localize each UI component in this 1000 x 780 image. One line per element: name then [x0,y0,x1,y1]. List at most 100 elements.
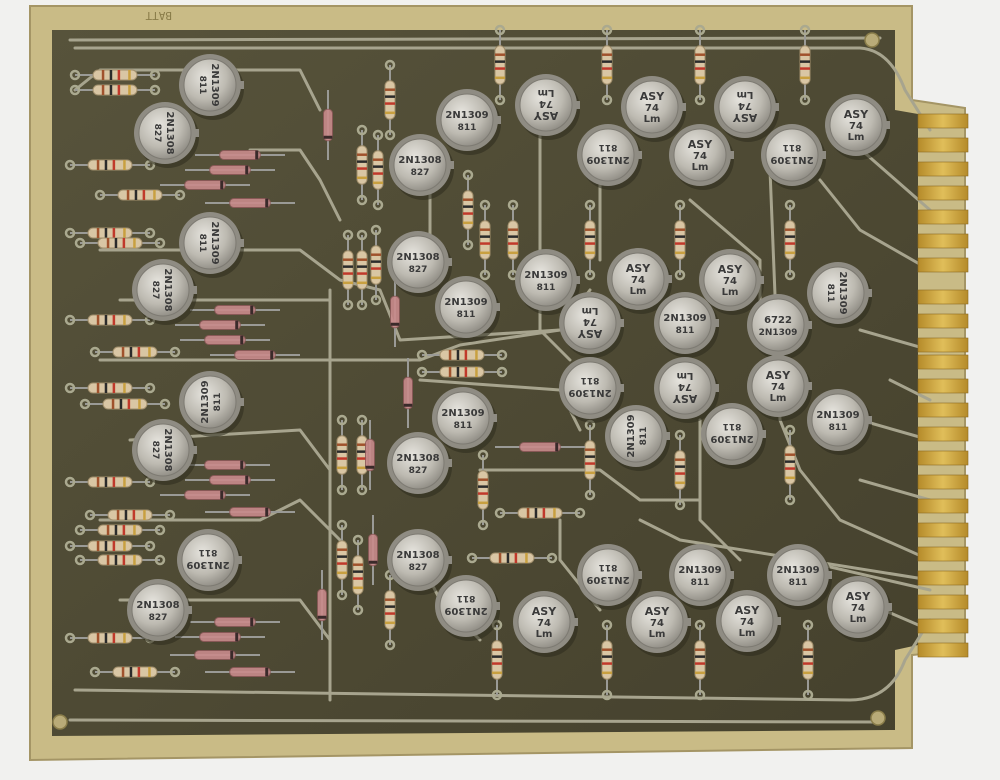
resistor [601,619,613,701]
transistor-marking: 2N1308 [396,252,439,263]
transistor-marking: Lm [536,629,553,640]
transistor-marking: Lm [850,614,867,625]
resistor [64,159,156,171]
diode [403,358,413,428]
transistor-marking: 827 [409,563,428,573]
transistor-marking: 2N1309 [209,221,220,264]
gold-finger [917,474,969,490]
transistor-marking: 811 [197,234,207,253]
transistor-marking: 827 [409,265,428,275]
resistor [674,429,686,511]
diode [205,667,295,677]
gold-finger [917,337,969,353]
resistor [74,237,166,249]
diode [175,320,265,330]
transistor-marking: 6722 [764,315,792,326]
transistor-marking: 2N1309 [770,154,813,165]
gold-finger [917,522,969,538]
resistor [64,382,156,394]
mounting-holes [52,32,886,730]
transistor-marking: 74 [851,603,865,614]
gold-finger [917,426,969,442]
transistor-marking: 2N1309 [568,387,611,398]
transistor-marking: 2N1309 [444,605,487,616]
resistor [356,229,368,311]
resistor [370,224,382,306]
transistor-marking: 2N1309 [663,313,706,324]
resistor [416,366,508,378]
transistor-marking: 2N1309 [776,565,819,576]
diode [365,420,375,490]
transistor-marking: 2N1308 [162,428,173,471]
transistor-marking: 2N1308 [164,111,175,154]
diode [390,277,400,347]
trace [68,36,882,42]
resistor [384,569,396,651]
resistor [416,349,508,361]
diode [205,198,295,208]
transistor-marking: 2N1309 [586,154,629,165]
resistor [352,534,364,616]
diode [180,460,270,470]
trace [638,518,932,582]
transistor-marking: Lm [739,628,756,639]
transistor-marking: 827 [150,281,160,300]
transistor-marking: 827 [411,168,430,178]
transistor-marking: 2N1309 [200,380,211,423]
gold-finger [917,161,969,177]
diode [185,475,275,485]
silkscreen-label: BATT [145,9,172,22]
transistor-marking: 2N1309 [209,63,220,106]
gold-finger [917,313,969,329]
transistor-marking: 2N1309 [837,271,848,314]
diode [190,617,280,627]
gold-finger [917,402,969,418]
trace [73,618,932,702]
resistor [584,419,596,501]
transistor-marking: 2N1309 [524,270,567,281]
transistor-marking: Lm [737,89,754,100]
transistor-marking: 74 [678,381,692,392]
resistor [601,24,613,106]
transistor-marking: 811 [599,142,618,152]
transistor-marking: 811 [537,283,556,293]
resistor [466,552,558,564]
gold-finger [917,257,969,273]
resistor-group [64,24,814,701]
gold-finger [917,642,969,658]
transistor-marking: 811 [829,423,848,433]
gold-finger [917,498,969,514]
resistor [64,227,156,239]
transistor-marking: 74 [537,618,551,629]
transistor-marking: 2N1309 [186,559,229,570]
gold-finger [917,618,969,634]
gold-finger [917,378,969,394]
diode [205,507,295,517]
gold-finger [917,289,969,305]
transistor-marking: ASY [640,90,665,103]
diode [175,632,265,642]
transistor-marking: 811 [457,593,476,603]
gold-finger [917,570,969,586]
transistor-marking: 74 [693,151,707,162]
resistor [74,524,166,536]
transistor-marking: 74 [631,275,645,286]
gold-finger [917,137,969,153]
resistor [494,507,586,519]
